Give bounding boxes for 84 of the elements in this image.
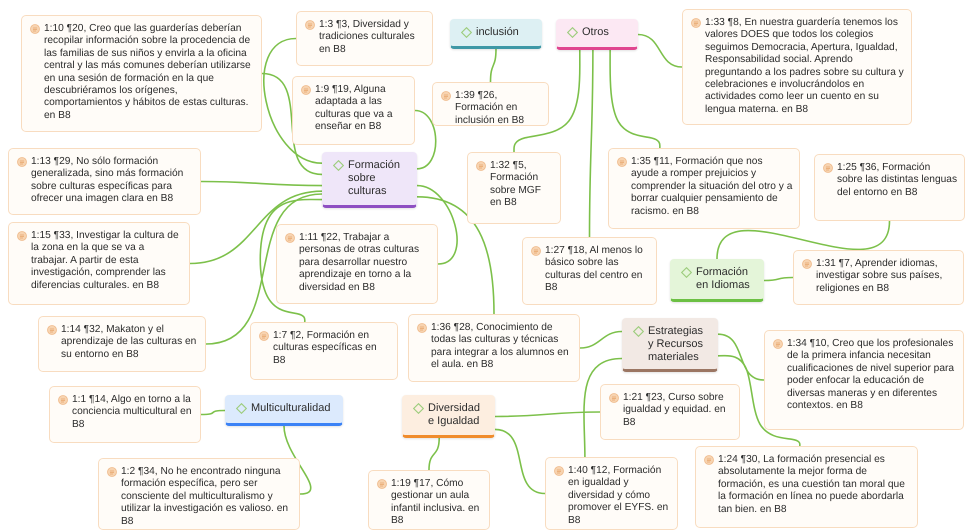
quote-card xyxy=(49,386,201,443)
connector-line xyxy=(428,438,440,470)
quote-text: 1:21 ¶23, Curso sobre igualdad y equidad. en B8 xyxy=(623,392,727,430)
quote-card xyxy=(545,457,678,530)
quote-text: 1:32 ¶5, Formación sobre MGF en B8 xyxy=(490,160,542,210)
quote-card xyxy=(250,322,398,380)
quote-card xyxy=(296,11,433,66)
connector-line xyxy=(201,180,322,186)
quote-text: 1:40 ¶12, Formación en igualdad y diversidad y cómo promover el EYFS. en B8 xyxy=(568,465,670,528)
quote-card xyxy=(695,446,918,528)
connector-line xyxy=(416,196,495,314)
topic-box xyxy=(225,395,343,426)
topic-box xyxy=(450,19,542,49)
topic-box xyxy=(556,19,638,50)
quote-card xyxy=(467,152,561,224)
topic-box xyxy=(622,318,718,372)
quote-text: 1:27 ¶18, Al menos lo básico sobre las culturas del centro en B8 xyxy=(545,245,644,295)
quote-card xyxy=(432,82,549,126)
connector-line xyxy=(718,333,764,381)
quote-text: 1:9 ¶19, Alguna adaptada a las culturas que va a enseñar en B8 xyxy=(315,84,394,134)
connector-line xyxy=(190,190,322,264)
quote-text: 1:13 ¶29, No sólo formación generalizada, sino más formación sobre culturas específicas para ofrecer una imagen clara en B8 xyxy=(31,156,184,206)
quote-text: 1:36 ¶28, Conocimiento de todas las culturas y técnicas para integrar a los alumnos en el aula. en B8 xyxy=(431,322,570,372)
quote-text: 1:24 ¶30, La formación presencial es absolutamente la mejor forma de formación, es una cuestión tan moral que la formación en línea no puede abordarla tan bien. en B8 xyxy=(718,454,906,516)
topic-label: Estrategias y Recursos materiales xyxy=(648,325,704,364)
connector-line xyxy=(638,34,682,68)
connector-line xyxy=(283,426,312,495)
quote-text: 1:31 ¶7, Aprender idiomas, investigar sobre sus países, religiones en B8 xyxy=(816,258,944,296)
quote-card xyxy=(98,458,300,530)
topic-box xyxy=(402,395,495,438)
connector-line xyxy=(490,48,497,82)
quote-card xyxy=(368,470,490,530)
topic-label: Otros xyxy=(582,26,610,39)
quote-card xyxy=(764,330,964,430)
quote-card xyxy=(814,154,965,221)
topic-label: Diversidad e Igualdad xyxy=(428,402,481,428)
quote-card xyxy=(600,384,740,440)
connector-line xyxy=(206,193,322,345)
quote-card xyxy=(793,250,964,305)
quote-text: 1:34 ¶10, Creo que los profesionales de la primera infancia necesitan cualificaciones de nivel superior para poder enfocar la educación de diversas maneras y en diferentes contextos. en B8 xyxy=(787,338,956,412)
connector-line xyxy=(495,411,600,418)
connector-line xyxy=(588,50,594,237)
quote-card xyxy=(522,237,657,305)
quote-card xyxy=(38,316,206,372)
quote-text: 1:25 ¶36, Formación sobre las distintas lenguas del entorno en B8 xyxy=(837,162,958,200)
connector-line xyxy=(414,110,436,170)
quote-text: 1:1 ¶14, Algo en torno a la conciencia multicultural en B8 xyxy=(72,394,192,432)
connector-line xyxy=(262,72,322,176)
connector-line xyxy=(718,354,801,446)
quote-text: 1:15 ¶33, Investigar la cultura de la zona en la que se va a trabajar. A partir de esta investigación, comprender las diferencias culturales. en B8 xyxy=(31,230,180,292)
topic-box xyxy=(322,152,417,208)
topic-label: Multiculturalidad xyxy=(251,402,332,415)
quote-text: 1:10 ¶20, Creo que las guarderías deberían recopilar información sobre la procedencia de las familias de sus niños y envirla a la oficina central y las más comunes deberían utilizarse en una sesión de formación en la que descubriéramos los orígenes, comportamientos y hábitos de estas culturas. en B8 xyxy=(44,23,252,122)
quote-text: 1:7 ¶2, Formación en culturas específicas en B8 xyxy=(273,330,378,368)
connector-line xyxy=(416,184,458,265)
topic-label: Formación en Idiomas xyxy=(696,266,751,292)
quote-card xyxy=(8,148,201,215)
connector-line xyxy=(200,410,226,416)
quote-card xyxy=(682,9,912,125)
quote-text: 1:3 ¶3, Diversidad y tradiciones culturales en B8 xyxy=(319,19,416,56)
connector-line xyxy=(494,428,546,494)
quote-card xyxy=(408,314,580,382)
connector-line xyxy=(580,330,622,349)
topic-label: inclusión xyxy=(476,26,520,39)
connector-line xyxy=(263,38,322,164)
quote-text: 1:11 ¶22, Trabajar a personas de otras culturas para desarrollar nuestro aprendizaje en torno a la diversidad en B8 xyxy=(299,232,420,294)
quote-text: 1:2 ¶34, No he encontrado ninguna formación específica, pero ser consciente del multiculturalismo y utilizar la investigación es valioso. en B8 xyxy=(121,466,290,528)
quote-card xyxy=(8,222,190,305)
quote-text: 1:14 ¶32, Makaton y el aprendizaje de las culturas en su entorno en B8 xyxy=(61,324,198,362)
quote-text: 1:35 ¶11, Formación que nos ayude a romper prejuicios y comprender la situación del otro y a borrar cualquier pensamiento de racismo. en B8 xyxy=(631,156,793,218)
quote-text: 1:19 ¶17, Cómo gestionar un aula infantil inclusiva. en B8 xyxy=(391,478,480,528)
topic-box xyxy=(670,259,764,302)
topic-label: Formación sobre culturas xyxy=(348,159,401,198)
quote-card xyxy=(21,15,262,132)
connector-line xyxy=(260,198,322,322)
quote-card xyxy=(276,224,438,304)
connector-line xyxy=(716,220,890,260)
quote-text: 1:39 ¶26, Formación en inclusión en B8 xyxy=(455,90,526,128)
quote-card xyxy=(292,76,415,145)
quote-card xyxy=(608,148,800,229)
quote-text: 1:33 ¶8, En nuestra guardería tenemos los valores DOES que todos los colegios seguimos Democracia, Apertura, Igualdad, Responsabilidad social. Aprendo preguntando a los padres sobre su cultura y celebraciones e involucrándolos en actividades como leer un cuento en su lengua materna. en B8 xyxy=(705,17,905,116)
connector-line xyxy=(583,358,622,458)
connector-line xyxy=(764,276,794,282)
connector-line xyxy=(609,50,661,148)
